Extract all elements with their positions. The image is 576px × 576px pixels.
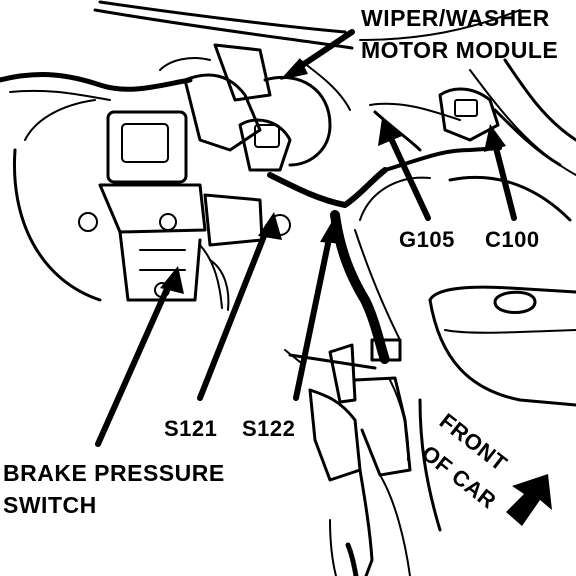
- s122-label: S122: [242, 416, 295, 441]
- s122-arrowhead: [320, 218, 344, 244]
- s121-arrowhead: [258, 212, 282, 240]
- g105-arrowhead: [378, 118, 402, 146]
- brake-switch-label-line1: BRAKE PRESSURE: [3, 460, 225, 486]
- g105-leader: [385, 129, 431, 221]
- leader-arrows: [95, 29, 552, 526]
- c100-leader: [491, 137, 517, 221]
- brake-switch-leader: [95, 279, 173, 447]
- wiper-module-label-line1: WIPER/WASHER: [361, 5, 550, 31]
- g105-label: G105: [399, 227, 455, 252]
- s121-leader: [197, 223, 271, 401]
- wiper-module-arrowhead: [280, 58, 308, 80]
- s122-leader: [293, 231, 333, 401]
- brake-switch-arrowhead: [160, 266, 184, 294]
- c100-arrowhead: [484, 124, 506, 152]
- brake-switch-label-line2: SWITCH: [3, 492, 97, 518]
- wiper-module-label-line2: MOTOR MODULE: [361, 37, 558, 63]
- c100-label: C100: [485, 227, 540, 252]
- s121-label: S121: [164, 416, 217, 441]
- front-of-car-arrow: [506, 474, 552, 526]
